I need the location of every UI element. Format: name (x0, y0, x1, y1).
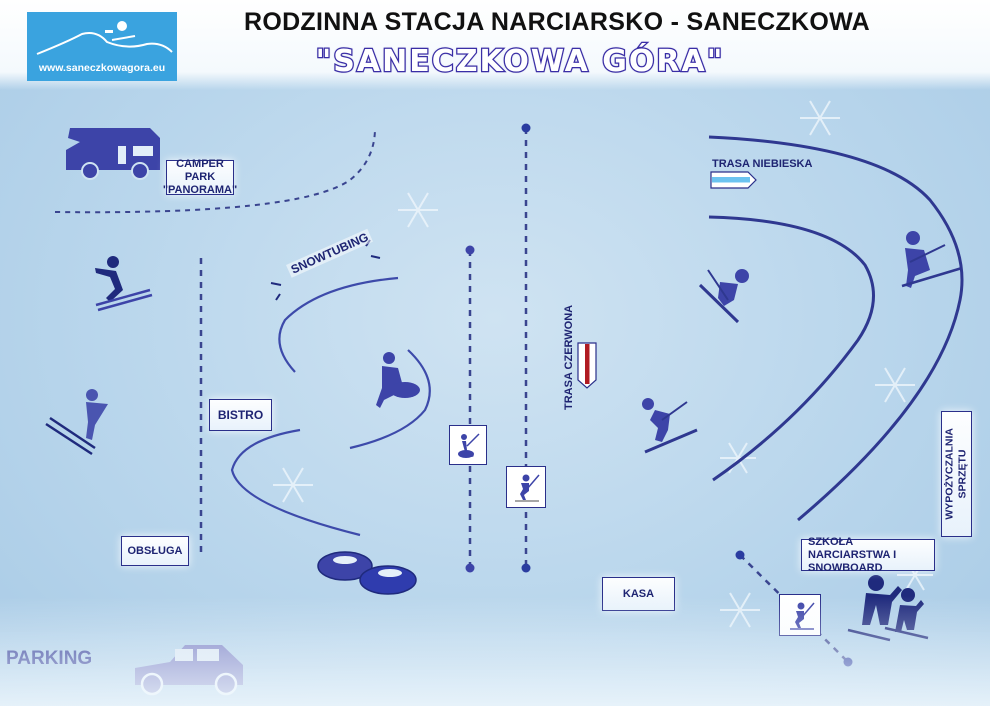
camper-park-label[interactable]: CAMPER PARK "PANORAMA" (162, 158, 238, 196)
trasa-niebieska-label[interactable]: TRASA NIEBIESKA (712, 158, 813, 170)
szkola-label[interactable]: SZKOŁA NARCIARSTWA I SNOWBOARD (801, 536, 935, 574)
sledder-icon (45, 389, 108, 456)
skier-icon (642, 398, 698, 454)
tube-lift-icon (458, 433, 480, 458)
sledder-icon (95, 256, 153, 312)
blue-trail-sign-icon (710, 171, 757, 189)
red-trail-sign-icon (577, 342, 597, 389)
obsluga-label[interactable]: OBSŁUGA (121, 536, 189, 566)
logo[interactable]: www.saneczkowagora.eu (27, 12, 177, 81)
ski-lift-icon (515, 474, 540, 502)
sled-mountain-logo-icon (36, 21, 173, 55)
snowtubing-track (230, 276, 431, 537)
header: www.saneczkowagora.eu RODZINNA STACJA NA… (0, 0, 990, 90)
trasa-czerwona-label[interactable]: TRASA CZERWONA (563, 304, 575, 410)
camper-boundary (54, 127, 376, 214)
blue-trail (708, 135, 964, 522)
wypozyczalnia-text: WYPOŻYCZALNIA SPRZĘTU (943, 428, 969, 520)
skier-icon (698, 269, 749, 324)
snowtuber-icon (376, 352, 420, 408)
bistro-label[interactable]: BISTRO (209, 399, 272, 431)
tube-lift-sign[interactable] (449, 425, 487, 465)
snow-tubes-icon (317, 551, 417, 595)
bottom-glow (0, 596, 990, 706)
logo-url[interactable]: www.saneczkowagora.eu (38, 62, 166, 74)
title-line-2: "SANECZKOWA GÓRA" (314, 43, 725, 81)
camper-icon (66, 128, 160, 180)
ski-lift-sign[interactable] (506, 466, 546, 508)
title-line-1: RODZINNA STACJA NARCIARSKO - SANECZKOWA (243, 8, 871, 36)
wypozyczalnia-label[interactable]: WYPOŻYCZALNIA SPRZĘTU (941, 411, 972, 537)
skier-icon (901, 231, 963, 288)
